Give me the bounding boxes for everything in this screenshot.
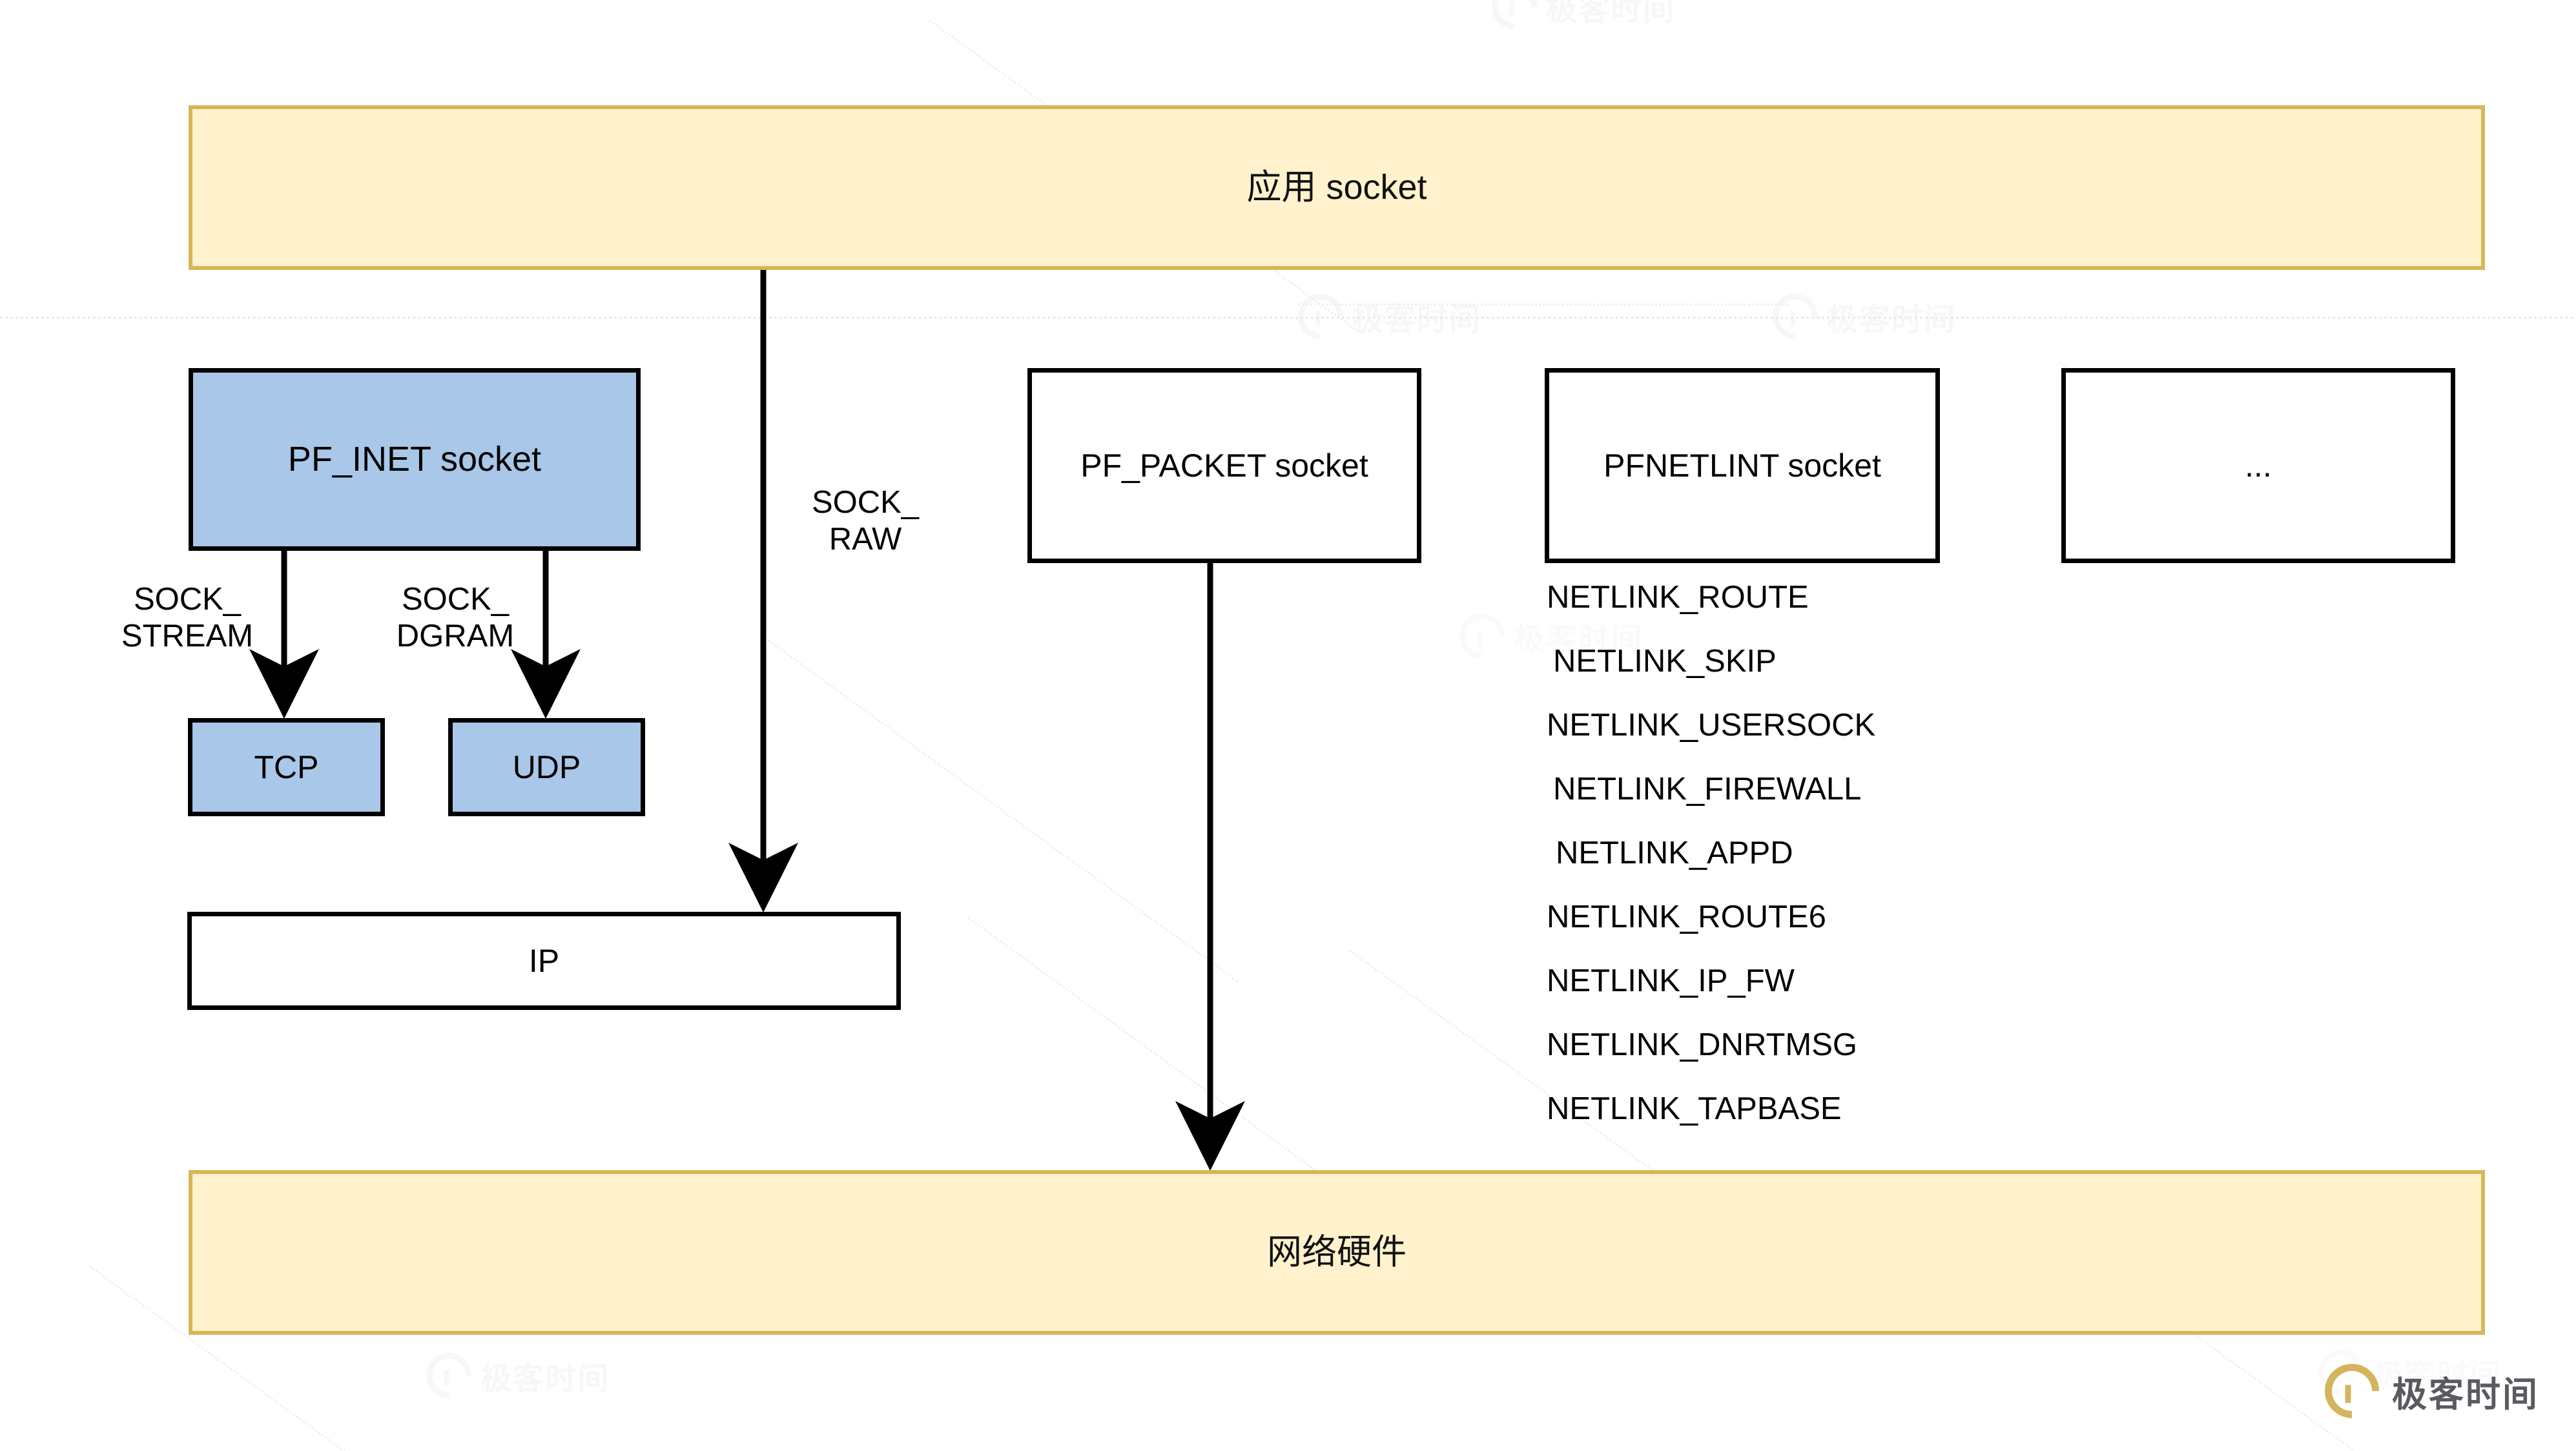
list-item: NETLINK_ROUTE [1547,579,1809,615]
node-more-protocols-label: ... [2245,447,2272,484]
brand-logo: 极客时间 [2313,1352,2539,1430]
application-socket-label: 应用 socket [1246,167,1427,207]
node-tcp[interactable]: TCP [188,718,385,816]
node-pfnetlint-label: PFNETLINT socket [1603,447,1881,484]
node-pfnetlint-socket[interactable]: PFNETLINT socket [1545,368,1940,563]
node-more-protocols[interactable]: ... [2061,368,2455,563]
netlink-protocol-list: NETLINK_ROUTE NETLINK_SKIP NETLINK_USERS… [1547,565,1875,1140]
list-item: NETLINK_SKIP [1553,643,1777,679]
edge-label-sock-stream: SOCK_ STREAM [121,582,254,653]
list-item: NETLINK_USERSOCK [1547,707,1876,743]
node-pf-packet-label: PF_PACKET socket [1080,447,1368,484]
list-item: NETLINK_DNRTMSG [1547,1027,1858,1062]
node-udp-label: UDP [512,748,581,785]
node-tcp-label: TCP [254,748,319,785]
node-pf-packet-socket[interactable]: PF_PACKET socket [1027,368,1421,563]
node-udp[interactable]: UDP [448,718,645,816]
application-socket-layer[interactable]: 应用 socket [189,105,2485,270]
network-hardware-label: 网络硬件 [1267,1232,1406,1271]
list-item: NETLINK_TAPBASE [1547,1091,1842,1126]
list-item: NETLINK_FIREWALL [1553,771,1862,807]
brand-label: 极客时间 [2392,1375,2539,1414]
geektime-logo-icon [2313,1352,2391,1430]
list-item: NETLINK_ROUTE6 [1547,899,1826,934]
list-item: NETLINK_APPD [1556,835,1793,870]
node-ip[interactable]: IP [187,912,901,1010]
edge-label-sock-dgram: SOCK_ DGRAM [396,582,515,653]
node-ip-label: IP [528,942,560,979]
network-hardware-layer[interactable]: 网络硬件 [189,1170,2485,1335]
kernel-user-divider [0,316,2576,319]
edge-label-sock-raw: SOCK_ RAW [811,485,920,557]
list-item: NETLINK_IP_FW [1547,963,1795,998]
node-pf-inet-socket[interactable]: PF_INET socket [189,368,641,551]
node-pf-inet-label: PF_INET socket [287,439,542,479]
